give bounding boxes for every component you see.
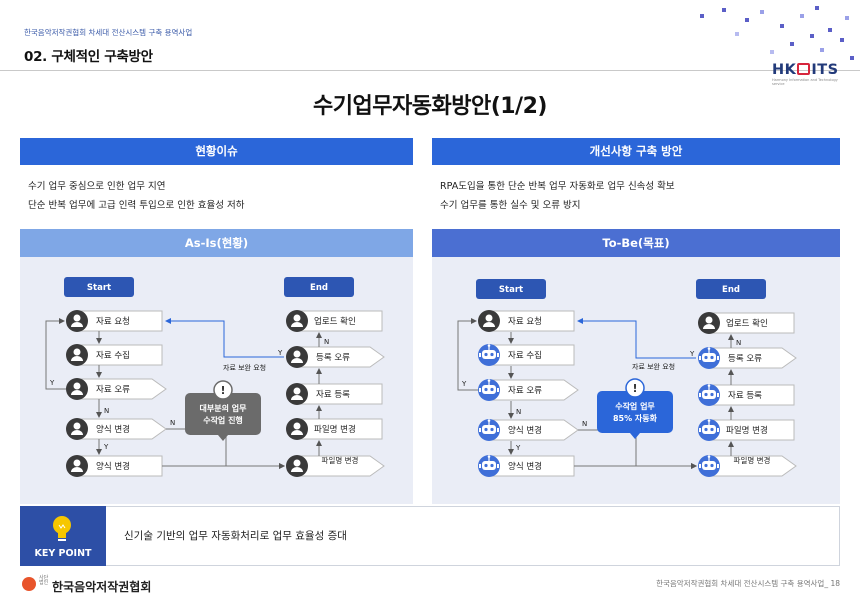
svg-text:N: N	[170, 419, 175, 427]
left-heading: 현황이슈	[20, 138, 413, 165]
brand-tagline: Harmony Information and Technology servi…	[772, 78, 838, 86]
lightbulb-icon	[53, 516, 71, 541]
tobe-callout: ! 수작업 업무 85% 자동화	[597, 378, 673, 439]
svg-text:Y: Y	[689, 350, 695, 358]
svg-text:자료 요청: 자료 요청	[96, 317, 130, 327]
svg-text:Y: Y	[461, 380, 467, 388]
svg-text:Y: Y	[515, 444, 521, 452]
asis-node-format2: 양식 변경	[66, 455, 163, 477]
page-info: 한국음악저작권협회 차세대 전산시스템 구축 용역사업_ 18	[656, 579, 840, 588]
svg-text:대부분의 업무: 대부분의 업무	[200, 403, 248, 413]
return-label: 자료 보완 요청	[632, 362, 675, 371]
end-label: End	[310, 283, 328, 293]
asis-node-upload: 업로드 확인	[286, 310, 383, 332]
svg-text:양식 변경: 양식 변경	[96, 461, 130, 472]
svg-text:등록 오류: 등록 오류	[728, 354, 762, 364]
tobe-flowchart: Start End 자료 요청 자료 수집 자료 오류 양식 변경 양식 변경 …	[457, 279, 797, 478]
keypoint-label: KEY POINT	[34, 548, 92, 559]
page-title: 수기업무자동화방안(1/2)	[313, 94, 547, 119]
svg-text:자료 수집: 자료 수집	[96, 350, 130, 361]
svg-text:양식 변경: 양식 변경	[508, 425, 542, 436]
svg-text:양식 변경: 양식 변경	[96, 424, 130, 435]
left-issues: 수기 업무 중심으로 인한 업무 지연 단순 반복 업무에 고급 인력 투입으로…	[28, 177, 244, 215]
right-issue-item: RPA도입을 통한 단순 반복 업무 자동화로 업무 신속성 확보	[440, 181, 675, 192]
asis-callout: ! 대부분의 업무 수작업 진행	[185, 380, 261, 441]
start-label: Start	[87, 283, 111, 293]
start-label: Start	[499, 285, 523, 295]
svg-text:N: N	[516, 408, 521, 416]
svg-text:N: N	[736, 339, 741, 347]
svg-text:파일명 변경: 파일명 변경	[314, 424, 356, 435]
tobe-node-register: 자료 등록	[697, 383, 795, 407]
asis-node-rename2: 파일명 변경	[286, 455, 385, 477]
end-label: End	[722, 285, 740, 295]
svg-text:Y: Y	[277, 349, 283, 357]
asis-node-reg-error: 등록 오류	[286, 346, 385, 368]
tobe-node-error: 자료 오류	[477, 378, 579, 402]
keypoint-box	[20, 506, 840, 566]
section-title: 02. 구체적인 구축방안	[24, 49, 153, 65]
asis-node-format1: 양식 변경	[66, 418, 167, 440]
svg-text:양식 변경: 양식 변경	[508, 461, 542, 472]
tobe-node-collect: 자료 수집	[477, 343, 575, 367]
tobe-node-rename2: 파일명 변경	[697, 454, 797, 478]
svg-text:자료 등록: 자료 등록	[316, 390, 350, 400]
svg-text:파일명 변경: 파일명 변경	[322, 455, 359, 465]
svg-text:N: N	[582, 420, 587, 428]
asis-flowchart: Start End 자료 요청 자료 수집 자료 오류 양식 변경 양식 변경 …	[45, 277, 385, 477]
svg-text:자료 요청: 자료 요청	[508, 317, 542, 327]
tobe-panel-title: To-Be(목표)	[432, 229, 840, 257]
svg-text:수작업 진행: 수작업 진행	[203, 415, 243, 425]
asis-node-request: 자료 요청	[66, 310, 163, 332]
asis-node-error: 자료 오류	[66, 378, 167, 400]
svg-text:자료 수집: 자료 수집	[508, 350, 542, 361]
svg-text:Y: Y	[103, 443, 109, 451]
svg-text:업로드 확인: 업로드 확인	[314, 316, 356, 327]
left-issue-item: 단순 반복 업무에 고급 인력 투입으로 인한 효율성 저하	[28, 200, 245, 211]
org-name: 한국음악저작권협회	[52, 580, 152, 594]
right-heading: 개선사항 구축 방안	[432, 138, 840, 165]
asis-node-rename1: 파일명 변경	[286, 418, 383, 440]
org-small-label: 사단법인	[39, 575, 49, 586]
svg-text:자료 등록: 자료 등록	[728, 391, 762, 401]
end-box	[284, 277, 354, 297]
svg-text:등록 오류: 등록 오류	[316, 353, 350, 363]
right-issues: RPA도입을 통한 단순 반복 업무 자동화로 업무 신속성 확보 수기 업무를…	[440, 177, 675, 215]
tobe-node-rename1: 파일명 변경	[697, 418, 795, 442]
svg-text:!: !	[632, 382, 637, 395]
svg-text:!: !	[220, 384, 225, 397]
asis-node-register: 자료 등록	[286, 383, 383, 405]
asis-node-collect: 자료 수집	[66, 344, 163, 366]
svg-text:파일명 변경: 파일명 변경	[734, 455, 771, 465]
svg-text:업로드 확인: 업로드 확인	[726, 318, 768, 329]
left-issue-item: 수기 업무 중심으로 인한 업무 지연	[28, 181, 166, 192]
tobe-node-request: 자료 요청	[478, 310, 575, 332]
keypoint-text: 신기술 기반의 업무 자동화처리로 업무 효율성 증대	[124, 530, 347, 542]
right-issue-item: 수기 업무를 통한 실수 및 오류 방지	[440, 200, 581, 211]
start-box	[64, 277, 134, 297]
tobe-node-upload: 업로드 확인	[698, 312, 795, 334]
svg-text:N: N	[104, 407, 109, 415]
svg-text:자료 오류: 자료 오류	[508, 386, 542, 396]
tobe-node-reg-error: 등록 오류	[697, 346, 797, 370]
svg-text:파일명 변경: 파일명 변경	[726, 425, 768, 436]
svg-text:85% 자동화: 85% 자동화	[613, 413, 658, 423]
asis-panel-title: As-Is(현황)	[20, 229, 413, 257]
org-logo-icon	[22, 577, 36, 591]
return-label: 자료 보완 요청	[223, 363, 266, 372]
tobe-node-format1: 양식 변경	[477, 418, 579, 442]
tobe-node-format2: 양식 변경	[477, 454, 575, 478]
svg-text:수작업 업무: 수작업 업무	[615, 401, 655, 411]
svg-text:Y: Y	[49, 379, 55, 387]
header-divider	[0, 70, 860, 71]
svg-text:N: N	[324, 338, 329, 346]
header-subtitle: 한국음악저작권협회 차세대 전산시스템 구축 용역사업	[24, 28, 193, 37]
svg-text:자료 오류: 자료 오류	[96, 385, 130, 395]
